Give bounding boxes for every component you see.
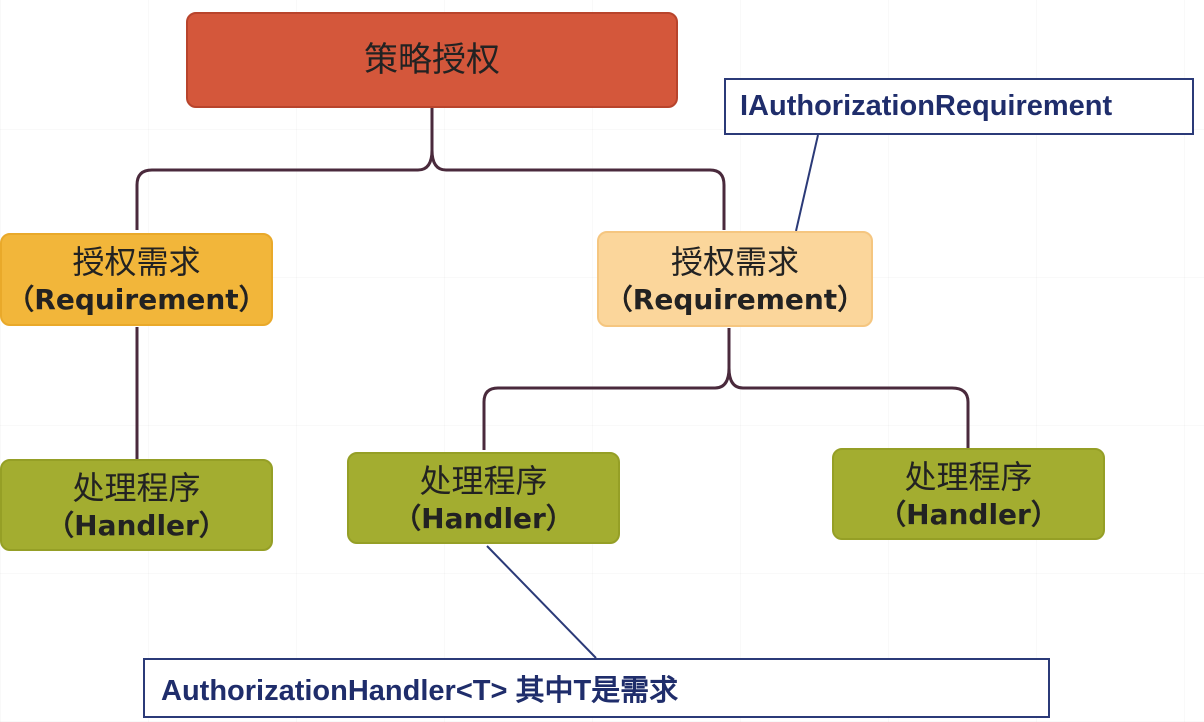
requirement-right-subtitle: （Requirement）	[604, 282, 866, 316]
requirement-node-left: 授权需求 （Requirement）	[0, 233, 273, 326]
handler-node-left: 处理程序 （Handler）	[0, 459, 273, 551]
connector-root-to-requirements	[135, 108, 726, 230]
note-requirement-interface: IAuthorizationRequirement	[724, 78, 1194, 135]
handler-left-title: 处理程序	[72, 468, 201, 507]
root-node-policy-authorization: 策略授权	[186, 12, 678, 108]
handler-left-subtitle: （Handler）	[46, 508, 227, 542]
handler-right-subtitle: （Handler）	[878, 497, 1059, 531]
pointer-note-handler	[486, 545, 597, 659]
requirement-node-right: 授权需求 （Requirement）	[597, 231, 873, 327]
connector-req-right-to-handlers	[482, 328, 970, 450]
note-handler-class-text: AuthorizationHandler<T> 其中T是需求	[161, 675, 679, 707]
note-handler-class: AuthorizationHandler<T> 其中T是需求	[143, 658, 1050, 718]
requirement-left-subtitle: （Requirement）	[6, 283, 267, 316]
root-node-label: 策略授权	[364, 39, 500, 80]
requirement-right-title: 授权需求	[670, 242, 799, 281]
pointer-note-requirement	[795, 134, 819, 232]
handler-right-title: 处理程序	[904, 457, 1033, 496]
requirement-left-title: 授权需求	[72, 243, 201, 281]
handler-middle-subtitle: （Handler）	[393, 501, 574, 535]
handler-node-middle: 处理程序 （Handler）	[347, 452, 620, 544]
note-requirement-interface-text: IAuthorizationRequirement	[740, 90, 1113, 122]
handler-middle-title: 处理程序	[419, 461, 548, 500]
handler-node-right: 处理程序 （Handler）	[832, 448, 1105, 540]
